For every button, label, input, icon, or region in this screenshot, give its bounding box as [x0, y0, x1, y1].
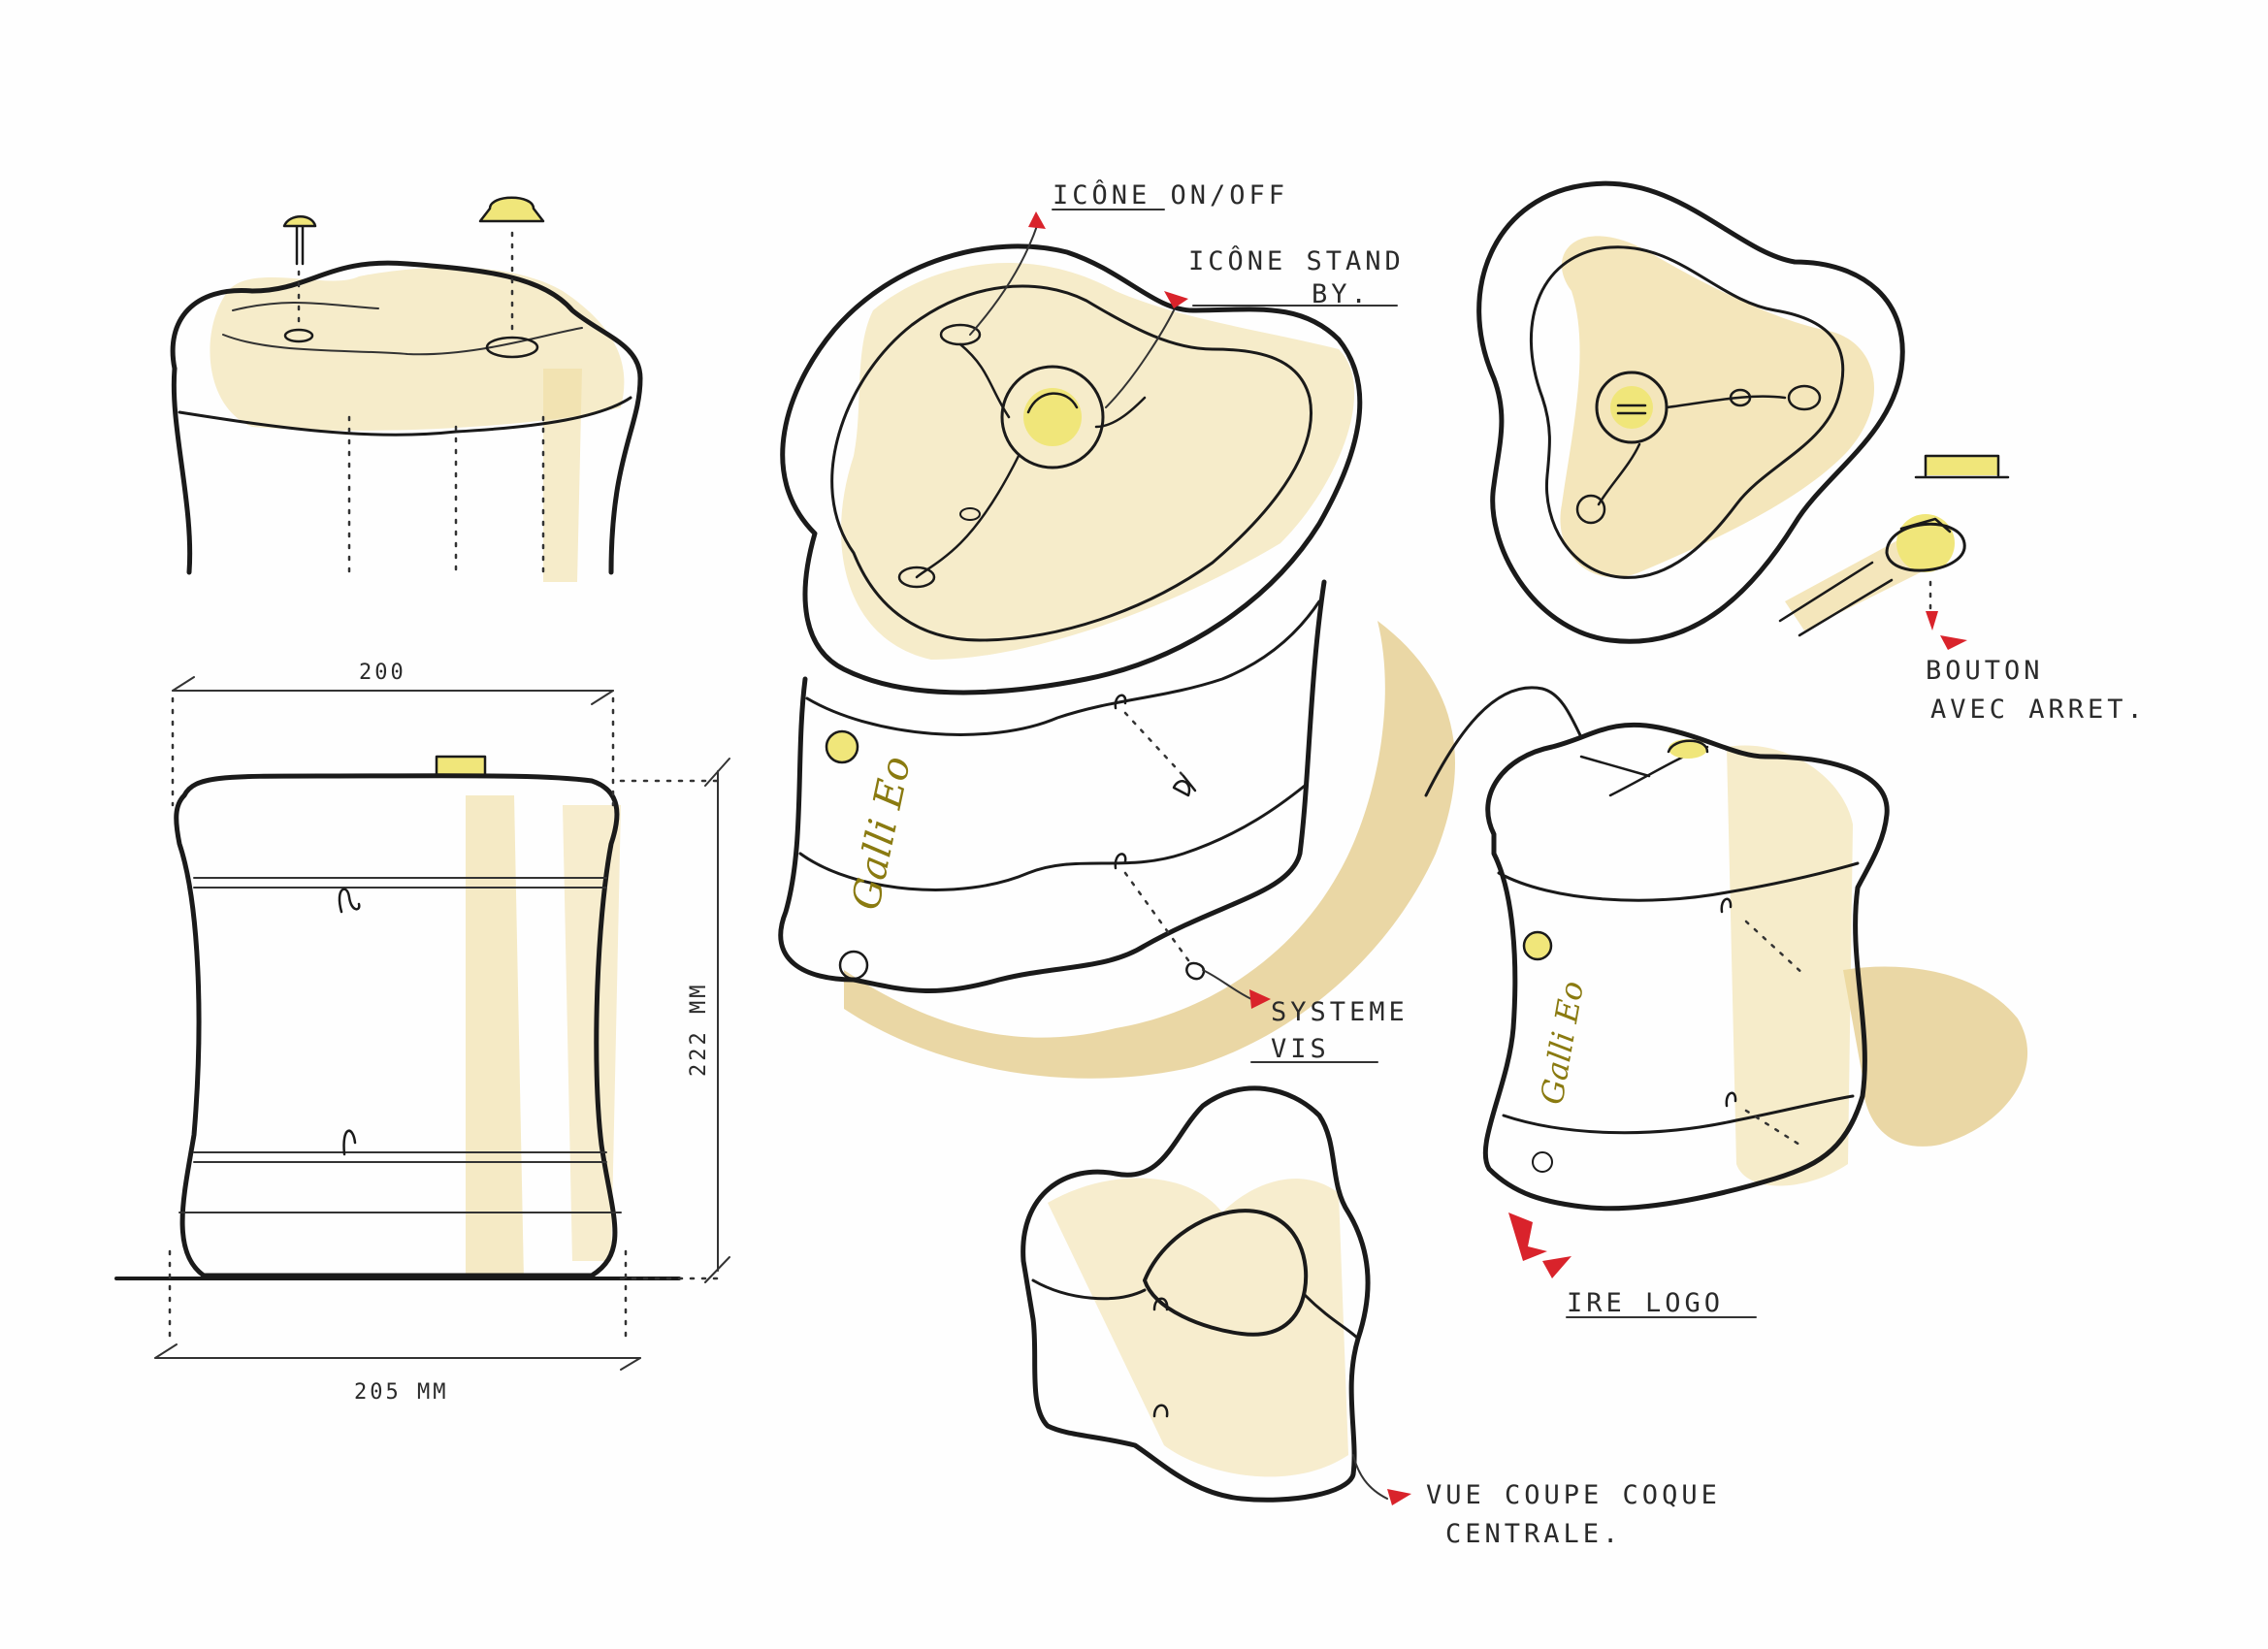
screw-icon	[1172, 774, 1197, 797]
label-icon-standby-line1: ICÔNE STAND	[1188, 245, 1405, 276]
standby-button-icon	[1023, 388, 1082, 446]
label-section-line2: CENTRALE.	[1445, 1519, 1622, 1549]
label-screw-line1: SYSTEME	[1271, 997, 1409, 1027]
height-dimension: 222 MM	[687, 983, 711, 1077]
label-logo: IRE LOGO	[1567, 1288, 1724, 1318]
right-perspective-view: Galli Eo	[1424, 686, 2028, 1278]
label-button-line1: BOUTON	[1926, 656, 2044, 686]
central-shell-section-view	[1021, 1085, 1371, 1503]
label-section-line1: VUE COUPE COQUE	[1426, 1480, 1721, 1510]
top-perspective-view	[170, 196, 643, 582]
annotation-labels: ICÔNE ON/OFF ICÔNE STAND BY. BOUTON AVEC…	[1053, 179, 2147, 1549]
button-nub-icon	[437, 757, 485, 776]
label-icon-standby-line2: BY.	[1312, 279, 1371, 309]
front-elevation-view: 200 205 MM 222 MM	[114, 661, 730, 1405]
button-detail	[1778, 454, 2010, 650]
label-icon-on-off: ICÔNE ON/OFF	[1053, 179, 1288, 210]
brand-logo-icon	[826, 731, 858, 762]
top-plan-view	[1476, 180, 1905, 644]
top-width-dimension: 200	[359, 661, 406, 685]
label-screw-line2: VIS	[1271, 1034, 1330, 1064]
annotation-leaders	[969, 209, 1757, 1505]
base-width-dimension: 205 MM	[354, 1380, 448, 1405]
brand-wordmark-small: Galli Eo	[1533, 979, 1591, 1108]
label-button-line2: AVEC ARRET.	[1930, 695, 2147, 725]
on-off-button-part-icon	[480, 197, 543, 221]
main-perspective-view: Galli Eo	[778, 243, 1455, 1079]
